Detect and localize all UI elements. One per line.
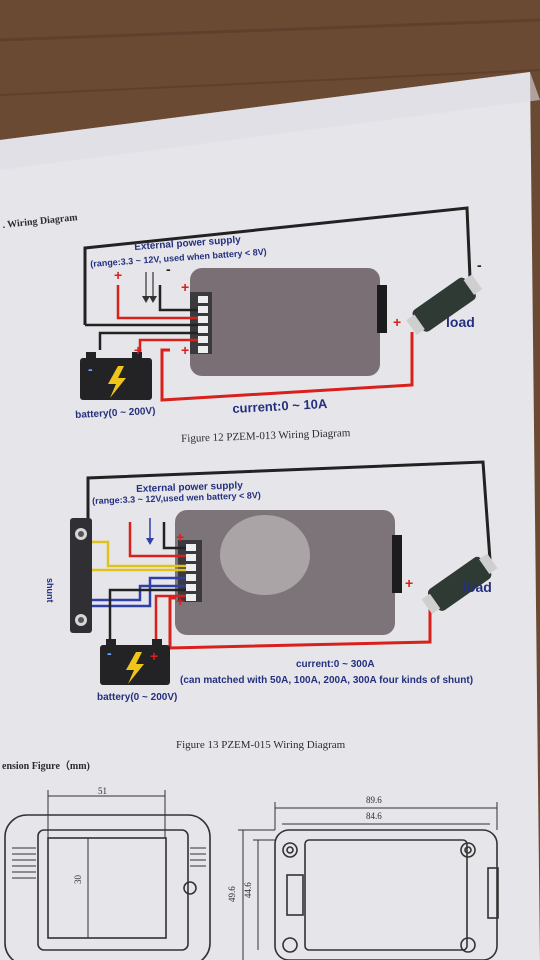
load-resistor-icon bbox=[406, 274, 483, 335]
black-wire-loop bbox=[83, 206, 472, 325]
dim-width-outer: 89.6 bbox=[366, 795, 382, 805]
fig12-terminal-plus-b: + bbox=[181, 342, 190, 358]
fig12-load-label: load bbox=[446, 314, 475, 330]
fig13-load-label: load bbox=[463, 579, 492, 595]
figure-12-diagram bbox=[80, 206, 483, 402]
fig13-caption: Figure 13 PZEM-015 Wiring Diagram bbox=[176, 739, 346, 751]
fig12-supply-plus: + bbox=[114, 267, 123, 283]
fig12-battery-plus: + bbox=[134, 342, 143, 358]
dim-height-inner: 44.6 bbox=[243, 882, 253, 898]
dimension-drawing-front bbox=[4, 790, 211, 960]
fig13-battery-minus: - bbox=[107, 645, 112, 661]
fig13-battery-plus: + bbox=[150, 648, 159, 664]
dimension-drawing-back bbox=[238, 802, 499, 960]
fig13-terminal-plus-b: + bbox=[176, 593, 185, 609]
dim-height-front: 30 bbox=[73, 875, 83, 884]
dimension-heading: ension Figure（mm) bbox=[2, 761, 90, 772]
fig12-terminal-plus-a: + bbox=[181, 279, 190, 295]
figure-13-diagram bbox=[70, 460, 498, 685]
fig12-battery-minus: - bbox=[88, 361, 93, 377]
dim-width-front: 51 bbox=[98, 786, 107, 796]
fig13-current-label: current:0 ~ 300A bbox=[296, 659, 375, 670]
module-pzem-015 bbox=[175, 510, 395, 635]
fig12-supply-minus: - bbox=[166, 261, 171, 277]
lightning-icon bbox=[108, 366, 126, 398]
fig13-shunt-note: (can matched with 50A, 100A, 200A, 300A … bbox=[180, 675, 474, 686]
fig13-terminal-plus-a: + bbox=[176, 529, 185, 545]
module-pzem-013 bbox=[190, 268, 380, 376]
dim-width-inner: 84.6 bbox=[366, 811, 382, 821]
fig12-load-plus: + bbox=[393, 314, 402, 330]
fig13-load-plus: + bbox=[405, 575, 414, 591]
red-current-loop bbox=[160, 332, 414, 402]
fig12-load-minus: - bbox=[477, 257, 482, 273]
shunt-icon bbox=[70, 518, 92, 633]
black-wire-loop-2 bbox=[86, 460, 492, 561]
load-resistor-icon-2 bbox=[421, 553, 498, 615]
fig13-shunt-label: shunt bbox=[45, 578, 55, 603]
lightning-icon-2 bbox=[126, 652, 144, 684]
fig13-battery-label: battery(0 ~ 200V) bbox=[97, 692, 178, 703]
dim-height-outer: 49.6 bbox=[227, 886, 237, 902]
